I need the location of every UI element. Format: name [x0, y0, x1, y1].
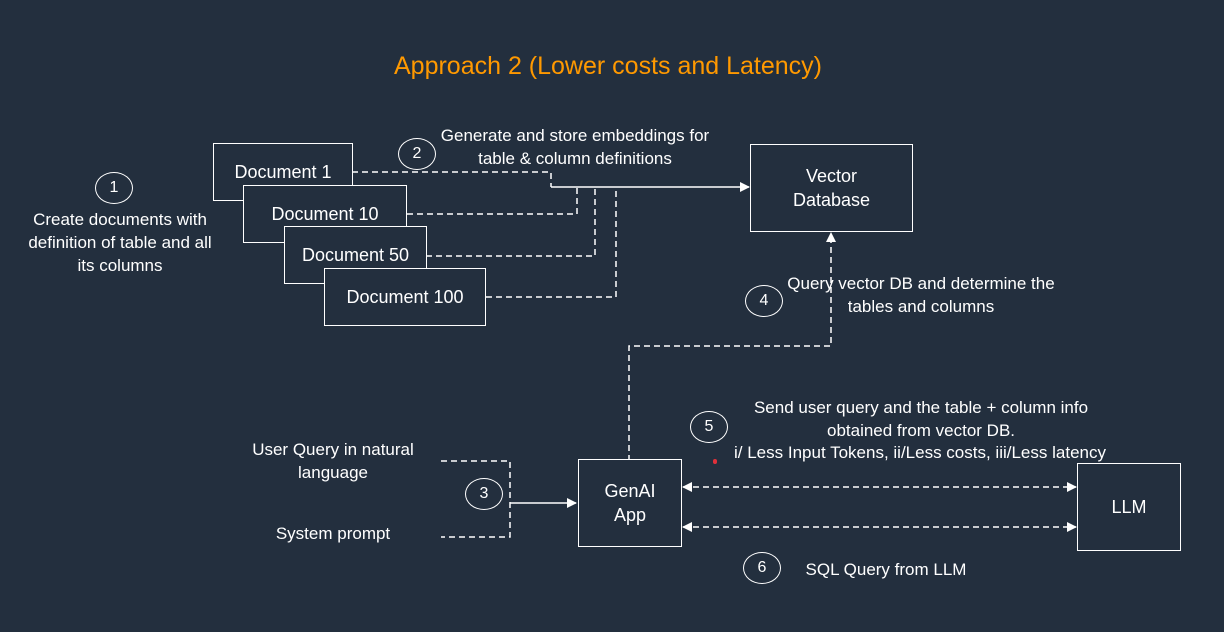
llm-label: LLM	[1111, 497, 1147, 517]
document-1-box: Document 1	[213, 143, 353, 201]
step-1-marker: 1	[95, 172, 133, 204]
document-50-label: Document 50	[301, 245, 410, 265]
document-100-label: Document 100	[346, 287, 464, 307]
document-10-label: Document 10	[271, 204, 379, 224]
step-3-marker: 3	[465, 478, 503, 510]
step-6-marker: 6	[743, 552, 781, 584]
step-2-text: Generate and store embeddings for table …	[440, 126, 710, 168]
step-5-benefits-text: i/ Less Input Tokens, ii/Less costs, iii…	[734, 443, 1106, 462]
genai-app-box: GenAI App	[578, 459, 682, 547]
red-annotation-mark	[713, 459, 717, 464]
system-prompt-input-text: System prompt	[275, 524, 391, 543]
connector-document-10	[407, 187, 578, 215]
step-2-marker: 2	[398, 138, 436, 170]
step-1-text: Create documents with definition of tabl…	[28, 210, 212, 275]
llm-box: LLM	[1077, 463, 1181, 551]
document-1-label: Document 1	[234, 162, 332, 182]
connector-user-query	[441, 460, 511, 538]
connector-document-100	[486, 187, 617, 298]
vector-database-box: Vector Database	[750, 144, 913, 232]
step-5-marker: 5	[690, 411, 728, 443]
connector-document-50	[426, 187, 596, 257]
diagram-title: Approach 2 (Lower costs and Latency)	[393, 52, 822, 80]
step-4-text: Query vector DB and determine the tables…	[787, 274, 1055, 316]
vector-database-label: Vector Database	[792, 166, 871, 210]
step-4-marker: 4	[745, 285, 783, 317]
arrow-app-to-vector-database	[628, 232, 836, 461]
genai-app-label: GenAI App	[604, 481, 656, 525]
step-5-text: Send user query and the table + column i…	[753, 398, 1089, 440]
step-6-text: SQL Query from LLM	[805, 560, 967, 579]
user-query-input-text: User Query in natural language	[252, 440, 414, 482]
document-100-box: Document 100	[324, 268, 486, 326]
